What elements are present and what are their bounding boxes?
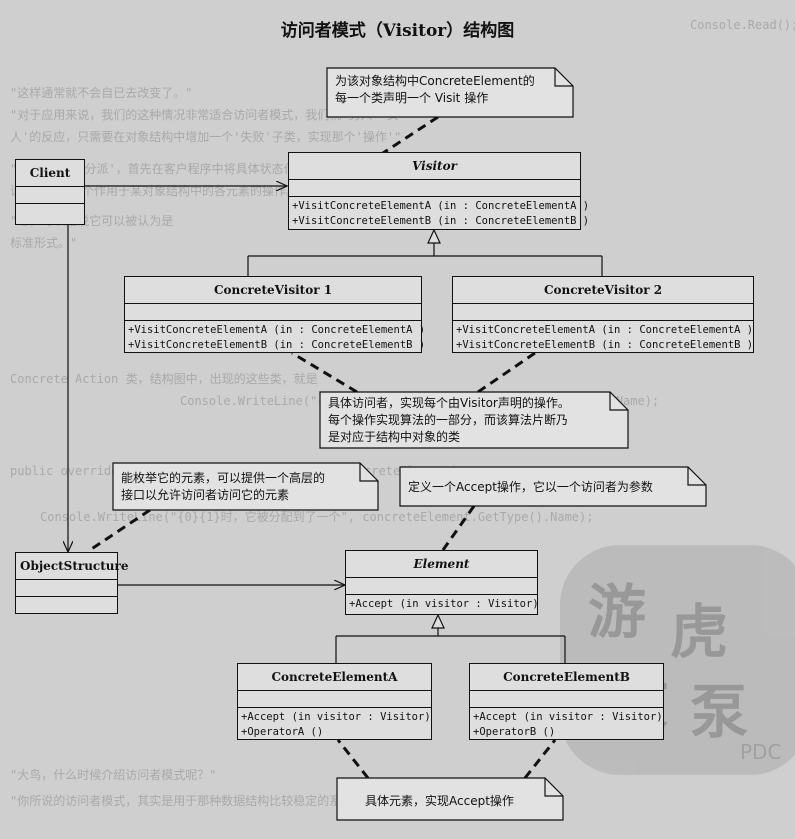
class-name: ConcreteVisitor 1 [125,277,421,304]
concrete-visitor-2-class[interactable]: ConcreteVisitor 2 +VisitConcreteElementA… [452,276,754,353]
operation: +Accept (in visitor : Visitor) [349,598,539,610]
bg-text: "这样通常就不会自已去改变了。" [10,86,193,100]
note-line: 每一个类声明一个 Visit 操作 [335,91,489,105]
operation: +VisitConcreteElementB (in : ConcreteEle… [456,339,754,351]
watermark-glyph: 虎 [670,598,729,666]
note-line: 具体元素，实现Accept操作 [365,794,514,808]
bg-text: 人'的反应，只需要在对象结构中增加一个'失败'子类，实现那个'操作'" [10,130,402,144]
operation: +VisitConcreteElementA (in : ConcreteEle… [292,200,590,212]
attributes-section [238,691,431,708]
operation: +OperatorB () [473,726,556,738]
attributes-section [289,180,580,197]
concrete-element-a-class[interactable]: ConcreteElementA +Accept (in visitor : V… [237,663,432,740]
attributes-section [16,187,84,204]
element-class[interactable]: Element +Accept (in visitor : Visitor) [345,550,539,615]
class-name: Client [16,160,84,187]
concrete-visitor-1-class[interactable]: ConcreteVisitor 1 +VisitConcreteElementA… [124,276,426,355]
watermark-glyph: 泵 [690,678,749,746]
class-name: ConcreteElementB [470,664,663,691]
concrete-element-b-class[interactable]: ConcreteElementB +Accept (in visitor : V… [469,663,664,740]
note-line: 能枚举它的元素，可以提供一个高层的 [121,471,326,485]
class-name: ConcreteVisitor 2 [453,277,753,304]
operation: +VisitConcreteElementB (in : ConcreteEle… [128,339,426,351]
attributes-section [453,304,753,321]
watermark-glyph: 游 [588,578,647,646]
concrete-element-note: 具体元素，实现Accept操作 [337,778,547,820]
attributes-section [125,304,421,321]
bg-text: Console.WriteLine("{0}{1}时，它被分配到了一个", co… [40,510,594,524]
bg-text: "对于应用来说，我们的这种情况非常适合访问者模式，我们就'男人''女 [10,108,399,122]
client-class[interactable]: Client [15,159,85,225]
class-name: Element [346,551,537,578]
visitor-note-shape [326,67,574,118]
operation: +VisitConcreteElementA (in : ConcreteEle… [128,324,426,336]
operations-section: +Accept (in visitor : Visitor) [346,595,539,614]
object-structure-class[interactable]: ObjectStructure [15,552,128,614]
concrete-visitor-1-note-anchor [291,351,358,394]
note-line: 每个操作实现算法的一部分，而该算法片断乃 [328,413,569,427]
note-line: 为该对象结构中ConcreteElement的 [335,74,535,88]
bg-text: Console.Read(); [690,18,795,32]
visitor-note: 为该对象结构中ConcreteElement的 每一个类声明一个 Visit 操… [327,68,557,116]
operations-section [16,204,84,220]
class-name: Visitor [289,153,580,180]
visitor-generalization [247,228,603,276]
operations-section: +VisitConcreteElementA (in : ConcreteEle… [289,197,590,231]
note-line: 是对应于结构中对象的类 [328,430,461,444]
note-line: 接口以允许访问者访问它的元素 [121,488,290,502]
element-note-anchor [441,505,476,551]
visitor-note-anchor [379,115,439,157]
note-line: 具体访问者，实现每个由Visitor声明的操作。 [328,396,570,410]
attributes-section [470,691,663,708]
operations-section: +VisitConcreteElementA (in : ConcreteEle… [125,321,426,355]
concrete-visitor-2-note-anchor [477,351,536,394]
operations-section: +VisitConcreteElementA (in : ConcreteEle… [453,321,753,355]
concrete-visitor-note-shape [319,391,629,449]
object-structure-note: 能枚举它的元素，可以提供一个高层的 接口以允许访问者访问它的元素 [113,463,360,510]
operation: +VisitConcreteElementA (in : ConcreteEle… [456,324,754,336]
concrete-element-note-shape [336,777,564,821]
element-generalization [335,613,566,663]
bg-text: "你所说的访问者模式，其实是用于那种数据结构比较稳定的系统。" [10,794,373,808]
concrete-visitor-note: 具体访问者，实现每个由Visitor声明的操作。 每个操作实现算法的一部分，而该… [320,392,610,448]
watermark-brand: PDC [740,740,782,764]
bg-text: Concrete Action 类，结构图中，出现的这些类，就是 [10,372,318,386]
attributes-section [346,578,537,595]
operations-section [16,597,117,613]
diagram-title: 访问者模式（Visitor）结构图 [280,21,515,41]
operation: +OperatorA () [241,726,324,738]
concrete-element-a-note-anchor [336,739,370,779]
operation: +Accept (in visitor : Visitor) [241,711,431,723]
element-note-shape [399,466,707,507]
class-name: ObjectStructure [16,553,128,580]
attributes-section [16,580,117,597]
note-line: 定义一个Accept操作，它以一个访问者为参数 [408,480,653,494]
objectstructure-note-shape [112,462,379,511]
operations-section: +Accept (in visitor : Visitor) +Operator… [238,708,431,742]
operation: +Accept (in visitor : Visitor) [473,711,663,723]
bg-text: "大鸟，什么时候介绍访问者模式呢？" [10,768,217,782]
bg-text: 标准形式。" [10,236,78,250]
objectstructure-note-anchor [89,508,151,552]
class-name: ConcreteElementA [238,664,431,691]
visitor-class[interactable]: Visitor +VisitConcreteElementA (in : Con… [288,152,590,231]
element-note: 定义一个Accept操作，它以一个访问者为参数 [400,467,690,506]
operations-section: +Accept (in visitor : Visitor) +Operator… [470,708,663,742]
operation: +VisitConcreteElementB (in : ConcreteEle… [292,215,590,227]
concrete-element-b-note-anchor [523,739,557,779]
